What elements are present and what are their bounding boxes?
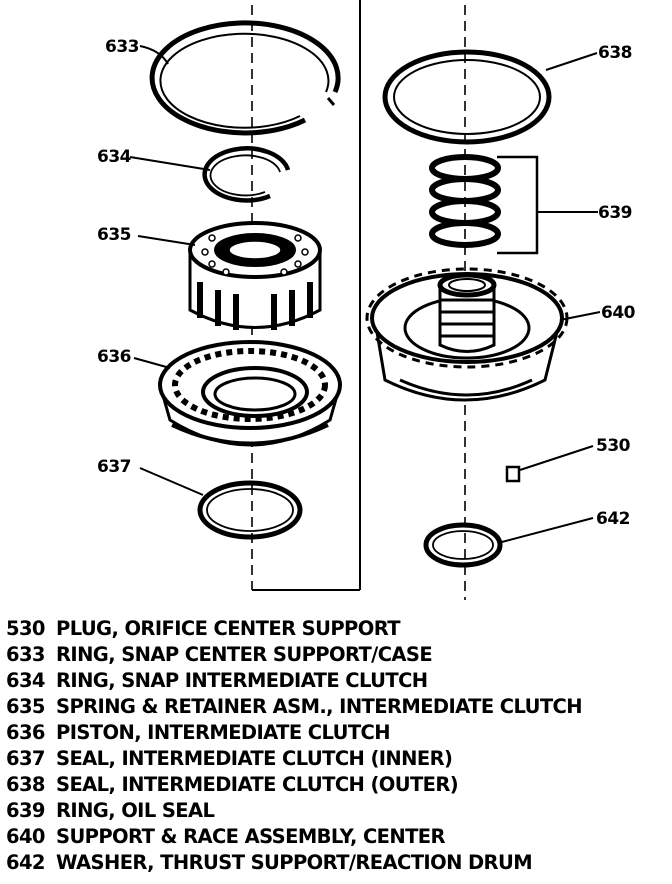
snap-ring-intermediate-clutch-part <box>202 146 291 203</box>
legend-item: 530 PLUG, ORIFICE CENTER SUPPORT <box>6 616 670 642</box>
callout-639: 639 <box>598 203 632 223</box>
callout-642: 642 <box>596 509 630 529</box>
legend-number: 635 <box>6 695 46 718</box>
thrust-washer-part <box>423 522 503 568</box>
callout-labels: 633 634 635 636 637 638 639 640 530 642 <box>97 37 636 529</box>
legend-number: 636 <box>6 721 46 744</box>
legend-description: SUPPORT & RACE ASSEMBLY, CENTER <box>56 825 446 848</box>
legend-description: SEAL, INTERMEDIATE CLUTCH (OUTER) <box>56 773 459 796</box>
legend-number: 640 <box>6 825 46 848</box>
legend-description: SEAL, INTERMEDIATE CLUTCH (INNER) <box>56 747 453 770</box>
legend-number: 639 <box>6 799 46 822</box>
legend-number: 633 <box>6 643 46 666</box>
legend-item: 638 SEAL, INTERMEDIATE CLUTCH (OUTER) <box>6 772 670 798</box>
orifice-plug-part <box>505 465 521 483</box>
legend-item: 642 WASHER, THRUST SUPPORT/REACTION DRUM <box>6 850 670 876</box>
callout-638: 638 <box>598 43 632 63</box>
legend-description: SPRING & RETAINER ASM., INTERMEDIATE CLU… <box>56 695 583 718</box>
legend-number: 637 <box>6 747 46 770</box>
legend-item: 639 RING, OIL SEAL <box>6 798 670 824</box>
callout-635: 635 <box>97 225 131 245</box>
legend-item: 636 PISTON, INTERMEDIATE CLUTCH <box>6 720 670 746</box>
legend-number: 634 <box>6 669 46 692</box>
oil-seal-rings-part <box>429 154 539 255</box>
callout-636: 636 <box>97 347 131 367</box>
legend-description: PISTON, INTERMEDIATE CLUTCH <box>56 721 391 744</box>
callout-530: 530 <box>596 436 631 456</box>
legend-description: RING, SNAP CENTER SUPPORT/CASE <box>56 643 433 666</box>
legend-number: 638 <box>6 773 46 796</box>
spring-retainer-part <box>188 221 322 330</box>
piston-part <box>158 340 342 447</box>
callout-633: 633 <box>105 37 139 57</box>
inner-seal-part <box>197 480 303 540</box>
support-race-assembly-part <box>365 267 569 402</box>
legend-item: 637 SEAL, INTERMEDIATE CLUTCH (INNER) <box>6 746 670 772</box>
legend-item: 635 SPRING & RETAINER ASM., INTERMEDIATE … <box>6 694 670 720</box>
callout-637: 637 <box>97 457 131 477</box>
legend-item: 634 RING, SNAP INTERMEDIATE CLUTCH <box>6 668 670 694</box>
legend-description: PLUG, ORIFICE CENTER SUPPORT <box>56 617 401 640</box>
snap-ring-center-support-part <box>149 20 341 136</box>
callout-640: 640 <box>601 303 636 323</box>
exploded-parts-diagram: 633 634 635 636 637 638 639 640 530 642 <box>97 0 636 600</box>
legend-number: 642 <box>6 851 46 874</box>
callout-634: 634 <box>97 147 132 167</box>
outer-seal-part <box>382 49 552 145</box>
legend-description: RING, OIL SEAL <box>56 799 215 822</box>
legend-number: 530 <box>6 617 46 640</box>
legend-description: WASHER, THRUST SUPPORT/REACTION DRUM <box>56 851 533 874</box>
legend-item: 640 SUPPORT & RACE ASSEMBLY, CENTER <box>6 824 670 850</box>
legend-item: 633 RING, SNAP CENTER SUPPORT/CASE <box>6 642 670 668</box>
leader-lines <box>129 45 601 544</box>
legend-description: RING, SNAP INTERMEDIATE CLUTCH <box>56 669 428 692</box>
